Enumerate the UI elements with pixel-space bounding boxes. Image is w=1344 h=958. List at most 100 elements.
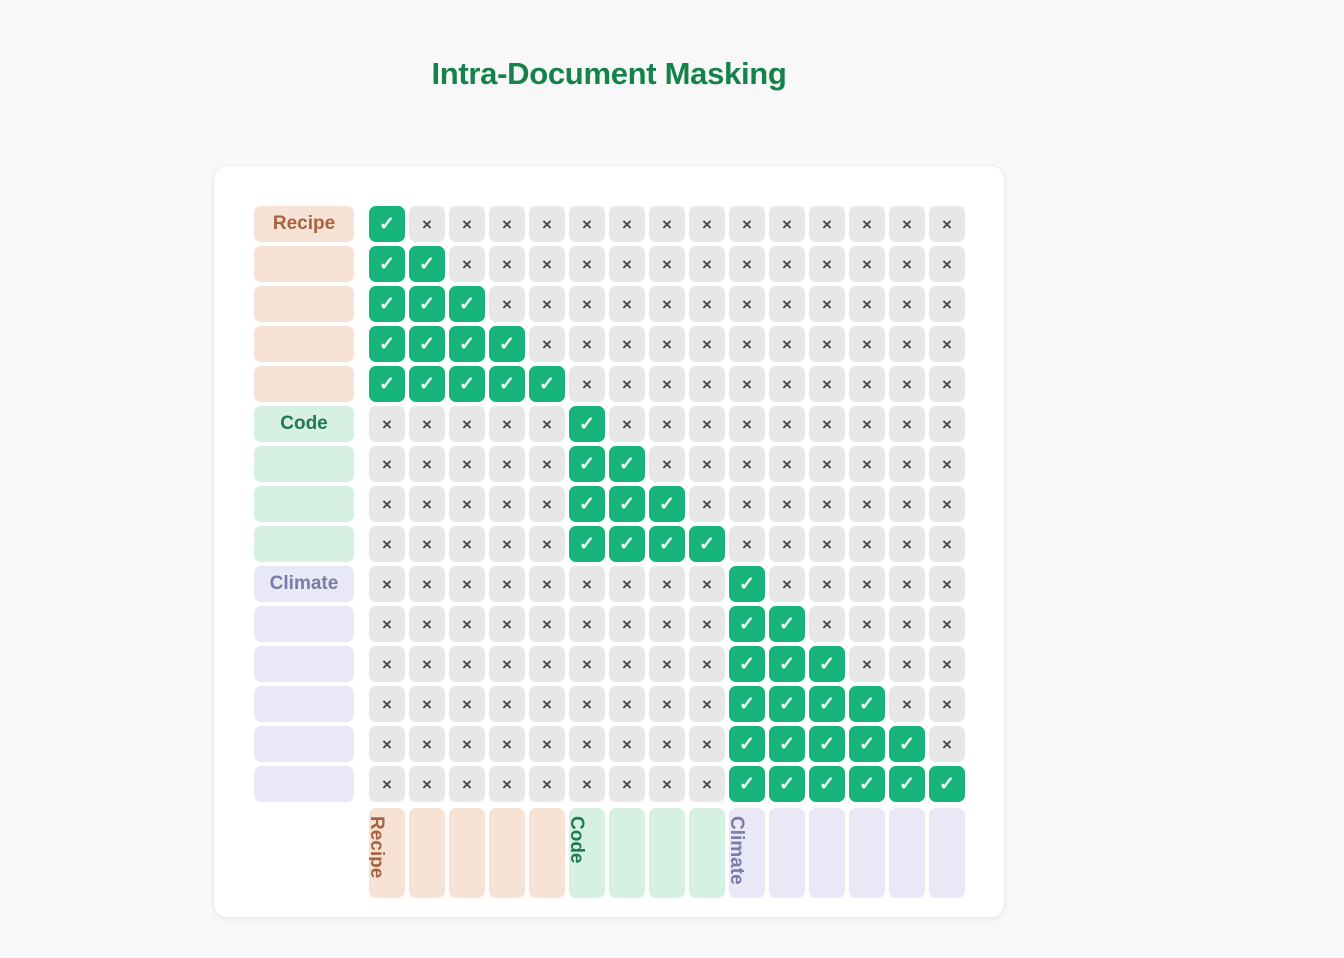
mask-cell-blocked[interactable]: × — [809, 406, 845, 442]
mask-cell-blocked[interactable]: × — [689, 766, 725, 802]
mask-cell-blocked[interactable]: × — [929, 366, 965, 402]
mask-cell-blocked[interactable]: × — [729, 326, 765, 362]
mask-cell-blocked[interactable]: × — [689, 726, 725, 762]
mask-cell-blocked[interactable]: × — [529, 406, 565, 442]
mask-cell-blocked[interactable]: × — [649, 406, 685, 442]
mask-cell-blocked[interactable]: × — [529, 526, 565, 562]
mask-cell-blocked[interactable]: × — [489, 566, 525, 602]
mask-cell-blocked[interactable]: × — [569, 326, 605, 362]
mask-cell-blocked[interactable]: × — [369, 406, 405, 442]
mask-cell-blocked[interactable]: × — [569, 246, 605, 282]
mask-cell-blocked[interactable]: × — [769, 526, 805, 562]
mask-cell-allowed[interactable]: ✓ — [409, 246, 445, 282]
mask-cell-allowed[interactable]: ✓ — [409, 286, 445, 322]
mask-cell-blocked[interactable]: × — [729, 366, 765, 402]
mask-cell-blocked[interactable]: × — [649, 766, 685, 802]
mask-cell-blocked[interactable]: × — [689, 246, 725, 282]
mask-cell-blocked[interactable]: × — [529, 446, 565, 482]
mask-cell-blocked[interactable]: × — [489, 526, 525, 562]
mask-cell-blocked[interactable]: × — [769, 366, 805, 402]
mask-cell-blocked[interactable]: × — [689, 486, 725, 522]
mask-cell-blocked[interactable]: × — [449, 406, 485, 442]
mask-cell-allowed[interactable]: ✓ — [689, 526, 725, 562]
mask-cell-blocked[interactable]: × — [889, 606, 925, 642]
mask-cell-allowed[interactable]: ✓ — [409, 326, 445, 362]
mask-cell-blocked[interactable]: × — [929, 726, 965, 762]
mask-cell-blocked[interactable]: × — [569, 646, 605, 682]
mask-cell-blocked[interactable]: × — [449, 446, 485, 482]
mask-cell-blocked[interactable]: × — [649, 286, 685, 322]
mask-cell-blocked[interactable]: × — [609, 366, 645, 402]
mask-cell-blocked[interactable]: × — [569, 566, 605, 602]
mask-cell-blocked[interactable]: × — [449, 766, 485, 802]
mask-cell-blocked[interactable]: × — [849, 486, 885, 522]
mask-cell-blocked[interactable]: × — [929, 486, 965, 522]
mask-cell-allowed[interactable]: ✓ — [369, 246, 405, 282]
mask-cell-blocked[interactable]: × — [369, 646, 405, 682]
mask-cell-blocked[interactable]: × — [449, 646, 485, 682]
mask-cell-blocked[interactable]: × — [489, 246, 525, 282]
mask-cell-blocked[interactable]: × — [729, 486, 765, 522]
mask-cell-blocked[interactable]: × — [769, 446, 805, 482]
mask-cell-blocked[interactable]: × — [769, 486, 805, 522]
mask-cell-blocked[interactable]: × — [609, 686, 645, 722]
mask-cell-blocked[interactable]: × — [449, 606, 485, 642]
mask-cell-blocked[interactable]: × — [689, 566, 725, 602]
mask-cell-blocked[interactable]: × — [729, 406, 765, 442]
mask-cell-blocked[interactable]: × — [689, 326, 725, 362]
mask-cell-blocked[interactable]: × — [769, 286, 805, 322]
mask-cell-blocked[interactable]: × — [449, 686, 485, 722]
mask-cell-blocked[interactable]: × — [809, 246, 845, 282]
mask-cell-blocked[interactable]: × — [609, 726, 645, 762]
mask-cell-blocked[interactable]: × — [609, 566, 645, 602]
mask-cell-blocked[interactable]: × — [689, 686, 725, 722]
mask-cell-blocked[interactable]: × — [649, 566, 685, 602]
mask-cell-blocked[interactable]: × — [409, 406, 445, 442]
mask-cell-blocked[interactable]: × — [529, 286, 565, 322]
mask-cell-blocked[interactable]: × — [889, 406, 925, 442]
mask-cell-blocked[interactable]: × — [529, 606, 565, 642]
mask-cell-blocked[interactable]: × — [369, 566, 405, 602]
mask-cell-allowed[interactable]: ✓ — [929, 766, 965, 802]
mask-cell-allowed[interactable]: ✓ — [369, 206, 405, 242]
mask-cell-allowed[interactable]: ✓ — [729, 726, 765, 762]
mask-cell-blocked[interactable]: × — [689, 406, 725, 442]
mask-cell-allowed[interactable]: ✓ — [849, 766, 885, 802]
mask-cell-blocked[interactable]: × — [889, 566, 925, 602]
mask-cell-blocked[interactable]: × — [569, 366, 605, 402]
mask-cell-blocked[interactable]: × — [769, 246, 805, 282]
mask-cell-blocked[interactable]: × — [889, 486, 925, 522]
mask-cell-allowed[interactable]: ✓ — [569, 486, 605, 522]
mask-cell-allowed[interactable]: ✓ — [529, 366, 565, 402]
mask-cell-blocked[interactable]: × — [409, 526, 445, 562]
mask-cell-allowed[interactable]: ✓ — [809, 766, 845, 802]
mask-cell-blocked[interactable]: × — [409, 486, 445, 522]
mask-cell-blocked[interactable]: × — [649, 326, 685, 362]
mask-cell-blocked[interactable]: × — [609, 406, 645, 442]
mask-cell-allowed[interactable]: ✓ — [729, 566, 765, 602]
mask-cell-allowed[interactable]: ✓ — [449, 326, 485, 362]
mask-cell-allowed[interactable]: ✓ — [889, 766, 925, 802]
mask-cell-blocked[interactable]: × — [809, 366, 845, 402]
mask-cell-blocked[interactable]: × — [809, 606, 845, 642]
mask-cell-allowed[interactable]: ✓ — [729, 606, 765, 642]
mask-cell-blocked[interactable]: × — [409, 646, 445, 682]
mask-cell-blocked[interactable]: × — [929, 646, 965, 682]
mask-cell-allowed[interactable]: ✓ — [369, 326, 405, 362]
mask-cell-allowed[interactable]: ✓ — [449, 286, 485, 322]
mask-cell-blocked[interactable]: × — [409, 686, 445, 722]
mask-cell-blocked[interactable]: × — [649, 646, 685, 682]
mask-cell-blocked[interactable]: × — [889, 286, 925, 322]
mask-cell-blocked[interactable]: × — [569, 726, 605, 762]
mask-cell-blocked[interactable]: × — [489, 206, 525, 242]
mask-cell-blocked[interactable]: × — [489, 486, 525, 522]
mask-cell-allowed[interactable]: ✓ — [729, 646, 765, 682]
mask-cell-blocked[interactable]: × — [849, 446, 885, 482]
mask-cell-blocked[interactable]: × — [649, 726, 685, 762]
mask-cell-blocked[interactable]: × — [809, 326, 845, 362]
mask-cell-blocked[interactable]: × — [689, 646, 725, 682]
mask-cell-blocked[interactable]: × — [849, 606, 885, 642]
mask-cell-blocked[interactable]: × — [809, 206, 845, 242]
mask-cell-blocked[interactable]: × — [849, 206, 885, 242]
mask-cell-blocked[interactable]: × — [529, 766, 565, 802]
